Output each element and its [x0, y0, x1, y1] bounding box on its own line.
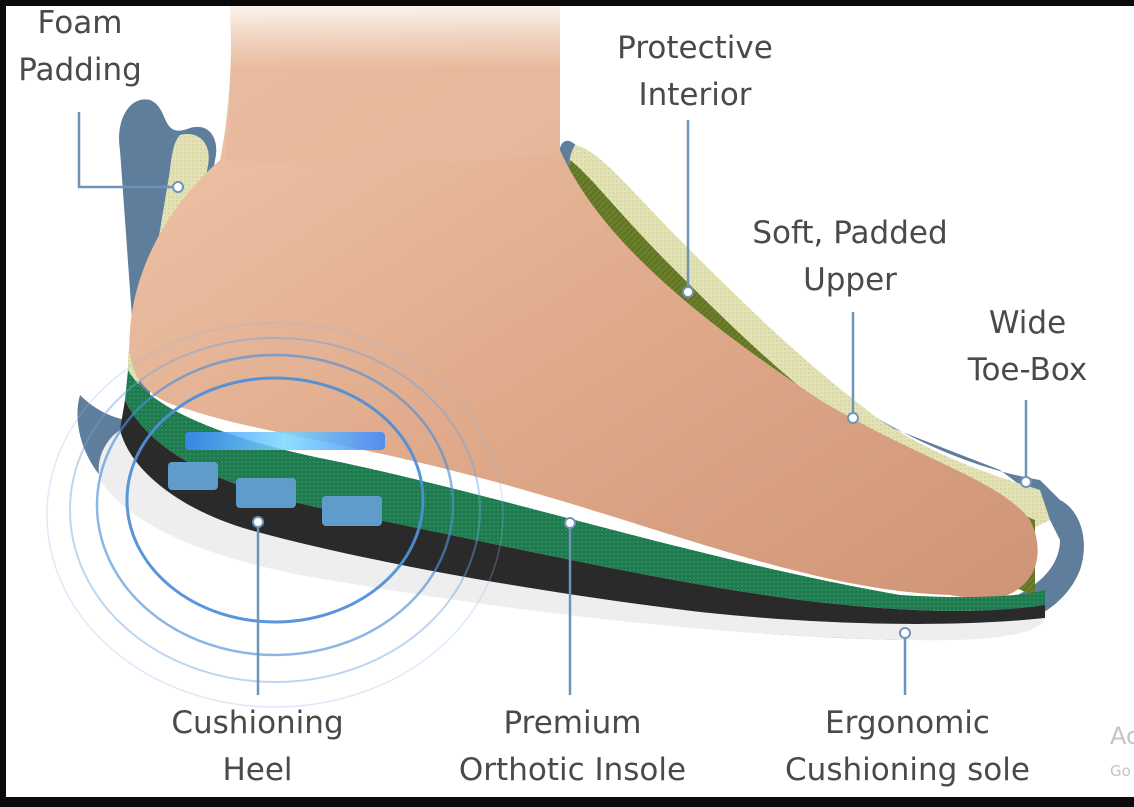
label-line: Foam	[37, 5, 123, 41]
leader-dots	[172, 181, 1032, 639]
label-line: Soft, Padded	[752, 215, 948, 251]
dot-protective-interior	[682, 286, 694, 298]
label-line: Heel	[222, 751, 293, 788]
label-line: Wide	[988, 305, 1067, 341]
watermark-line-2: Go	[1110, 762, 1131, 780]
label-line: Premium	[503, 705, 642, 741]
ring	[46, 322, 504, 708]
cushioning-sole-layer	[98, 430, 1046, 641]
black-support-layer	[120, 400, 1045, 624]
gel-glow	[185, 432, 385, 450]
shock-rings	[46, 322, 504, 708]
label-line: Upper	[803, 261, 897, 298]
label-foam-padding: Foam Padding	[10, 0, 150, 93]
dot-foam-padding	[172, 181, 184, 193]
gel-pod	[236, 478, 296, 508]
label-line: Cushioning	[171, 705, 344, 741]
gel-pod	[322, 496, 382, 526]
label-line: Cushioning sole	[785, 751, 1030, 788]
ring	[125, 376, 425, 624]
label-soft-padded-upper: Soft, Padded Upper	[740, 210, 960, 303]
dot-cushioning-sole	[899, 627, 911, 639]
upper-foam-layer	[569, 145, 1050, 530]
dot-orthotic-insole	[564, 517, 576, 529]
dot-cushioning-heel	[252, 516, 264, 528]
label-line: Orthotic Insole	[458, 751, 687, 788]
dot-soft-padded-upper	[847, 412, 859, 424]
label-wide-toe-box: Wide Toe-Box	[955, 300, 1100, 393]
label-ergonomic-cushioning-sole: Ergonomic Cushioning sole	[770, 700, 1045, 793]
label-line: Interior	[638, 76, 752, 113]
ring	[69, 337, 481, 683]
leader-foam-padding	[77, 112, 178, 189]
leg-fade	[225, 6, 560, 165]
gel-pod	[168, 462, 218, 490]
label-cushioning-heel: Cushioning Heel	[150, 700, 365, 793]
ring	[95, 353, 455, 657]
label-line: Ergonomic	[825, 705, 990, 741]
leader-lines	[77, 112, 1028, 695]
label-protective-interior: Protective Interior	[590, 25, 800, 118]
watermark-line-1: Ac	[1110, 722, 1134, 750]
label-premium-orthotic-insole: Premium Orthotic Insole	[440, 700, 705, 793]
label-line: Toe-Box	[967, 351, 1088, 388]
orthotic-insole-layer	[125, 370, 1045, 612]
label-line: Padding	[18, 51, 142, 88]
dot-wide-toe-box	[1020, 476, 1032, 488]
label-line: Protective	[617, 30, 773, 66]
